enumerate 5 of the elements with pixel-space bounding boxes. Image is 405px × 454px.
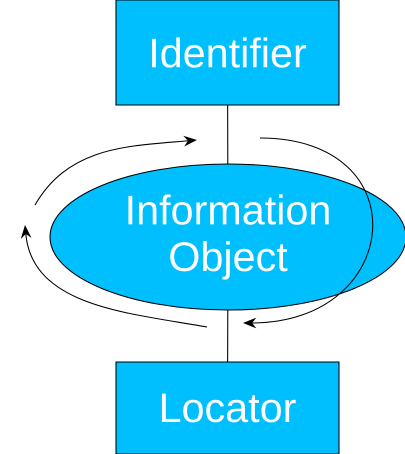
- ellipse-node: Information Object: [49, 163, 405, 311]
- box-node: Identifier: [115, 0, 340, 106]
- connector-line: [227, 106, 228, 164]
- connector-line: [227, 310, 228, 362]
- box-node: Locator: [115, 361, 340, 454]
